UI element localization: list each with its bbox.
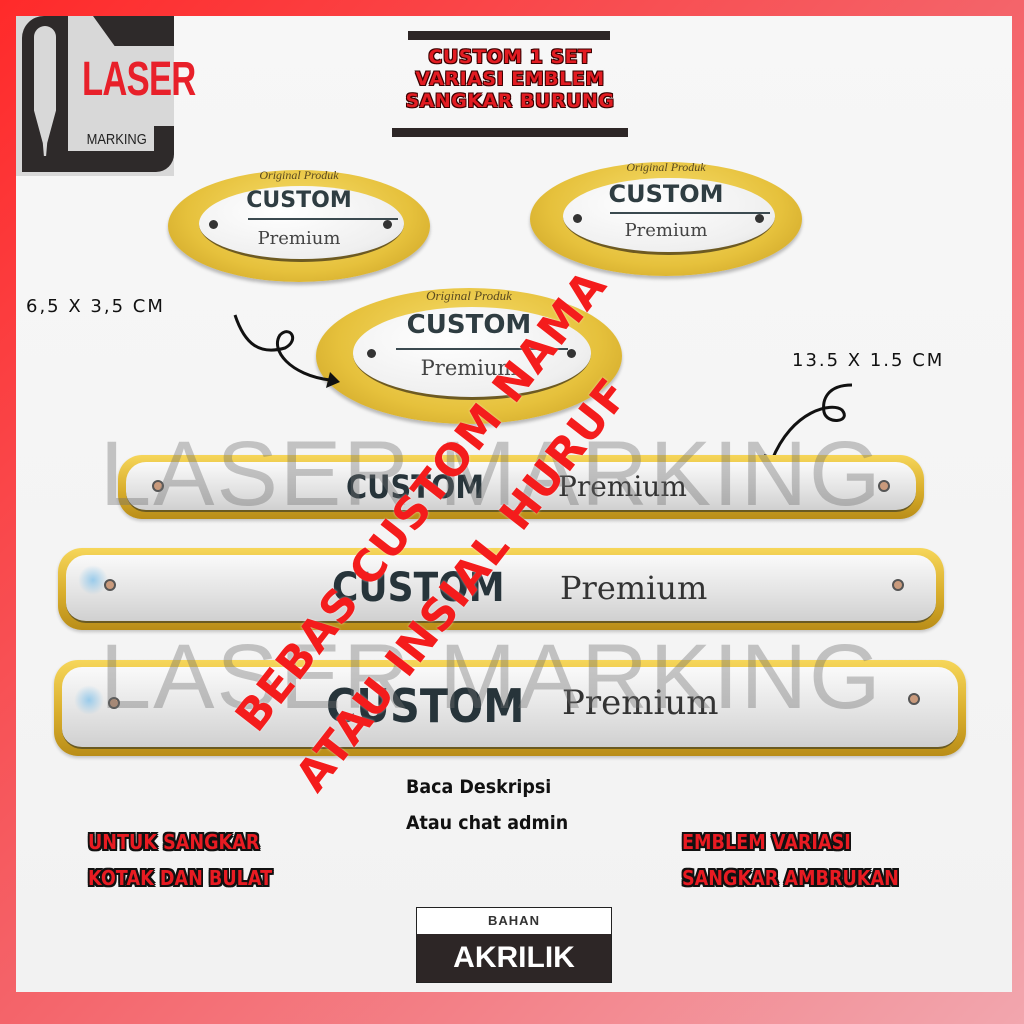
logo-word-marking: MARKING: [84, 130, 150, 149]
oval-emblem: Original Produk CUSTOM Premium: [316, 288, 622, 424]
oval-original-produk-text: Original Produk: [626, 160, 706, 174]
watermark-text: LASER MARKING: [100, 626, 883, 728]
laser-marking-logo: LASER MARKING: [16, 16, 196, 176]
logo-word-laser: LASER: [82, 53, 196, 106]
mounting-hole: [152, 480, 164, 492]
title-top-bar: [408, 31, 610, 40]
bar-emblem: CUSTOM Premium: [54, 660, 966, 756]
title-bottom-bar: [392, 128, 628, 137]
logo-dark-shape: [66, 16, 174, 46]
mounting-hole: [754, 213, 764, 223]
laser-engraver-tool-icon: [34, 26, 56, 156]
bar-premium-text: Premium: [558, 470, 687, 503]
mounting-hole: [108, 697, 120, 709]
watermark-text: LASER MARKING: [100, 423, 883, 525]
oval-custom-text: CUSTOM: [246, 188, 352, 213]
bar-custom-text: CUSTOM: [332, 565, 505, 611]
left-caption-line-1: UNTUK SANGKAR: [88, 830, 260, 854]
bar-dimension-label: 13.5 X 1.5 CM: [792, 350, 945, 371]
right-caption-line-2: SANGKAR AMBRUKAN: [682, 866, 899, 890]
oval-emblem-face: [199, 185, 404, 262]
mounting-hole: [209, 219, 219, 229]
oval-divider: [396, 348, 568, 350]
mounting-hole: [383, 219, 393, 229]
mounting-hole: [892, 579, 904, 591]
logo-dark-shape: [154, 126, 174, 166]
bar-emblem-face: CUSTOM Premium: [126, 462, 916, 512]
title-line-2: VARIASI EMBLEM: [415, 68, 605, 90]
mounting-hole: [366, 349, 376, 359]
oval-emblem: Original Produk CUSTOM Premium: [168, 168, 430, 282]
oval-emblem-face: [562, 177, 775, 256]
oval-premium-text: Premium: [624, 220, 708, 241]
oval-premium-text: Premium: [420, 356, 518, 380]
material-label: BAHAN: [488, 913, 540, 928]
oval-premium-text: Premium: [257, 228, 341, 249]
light-reflection: [78, 565, 108, 595]
title-line-1: CUSTOM 1 SET: [428, 46, 592, 68]
oval-custom-text: CUSTOM: [608, 180, 724, 208]
material-badge: BAHAN AKRILIK: [416, 907, 612, 983]
oval-dimension-label: 6,5 X 3,5 CM: [26, 296, 165, 317]
bar-emblem: CUSTOM Premium: [58, 548, 944, 630]
mounting-hole: [572, 213, 582, 223]
curly-arrow-icon: [233, 314, 340, 388]
logo-dark-shape: [22, 151, 174, 172]
note-line-2: Atau chat admin: [406, 812, 569, 834]
mounting-hole: [566, 349, 576, 359]
oval-original-produk-text: Original Produk: [259, 168, 339, 182]
left-caption-line-2: KOTAK DAN BULAT: [88, 866, 273, 890]
mounting-hole: [104, 579, 116, 591]
mounting-hole: [908, 693, 920, 705]
bar-premium-text: Premium: [560, 569, 708, 607]
light-reflection: [74, 685, 104, 715]
material-value: AKRILIK: [417, 934, 611, 982]
oval-divider: [248, 218, 398, 220]
bar-premium-text: Premium: [562, 683, 719, 723]
bar-emblem-face: CUSTOM Premium: [66, 555, 936, 623]
oval-custom-text: CUSTOM: [406, 310, 532, 340]
oval-divider: [610, 212, 770, 214]
oval-emblem-face: [352, 307, 592, 400]
oval-emblem: Original Produk CUSTOM Premium: [530, 160, 802, 276]
right-caption-line-1: EMBLEM VARIASI: [682, 830, 851, 854]
bar-emblem: CUSTOM Premium: [118, 455, 924, 519]
note-line-1: Baca Deskripsi: [406, 776, 552, 798]
bar-custom-text: CUSTOM: [326, 679, 525, 733]
mounting-hole: [878, 480, 890, 492]
title-line-3: SANGKAR BURUNG: [405, 90, 615, 112]
oval-original-produk-text: Original Produk: [426, 288, 512, 303]
bar-emblem-face: CUSTOM Premium: [62, 667, 958, 749]
bar-custom-text: CUSTOM: [346, 468, 485, 506]
